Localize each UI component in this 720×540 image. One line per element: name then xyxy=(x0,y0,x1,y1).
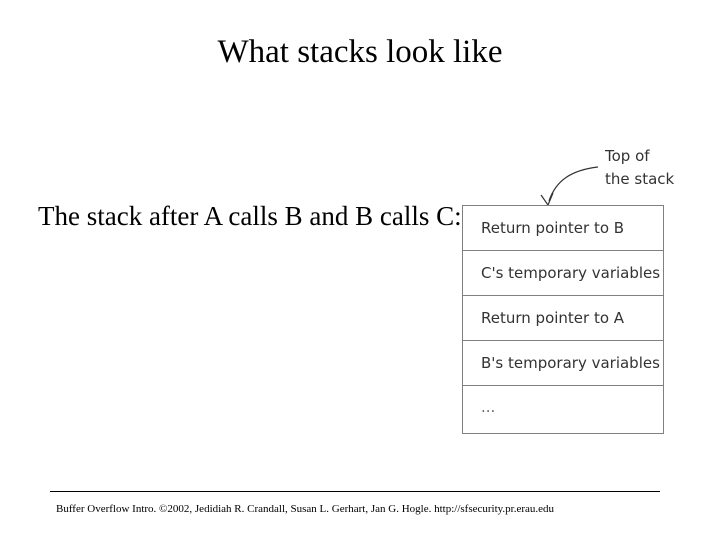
arrow-head-icon xyxy=(540,192,554,207)
slide-title: What stacks look like xyxy=(217,34,503,70)
callout-line-1: Top of xyxy=(605,147,650,165)
callout-line-2: the stack xyxy=(605,170,675,188)
top-of-stack-callout: Top of the stack xyxy=(605,145,674,191)
footer-divider xyxy=(50,491,660,492)
footer-credits: Buffer Overflow Intro. ©2002, Jedidiah R… xyxy=(56,503,555,515)
stack-frame: ... xyxy=(481,398,496,416)
stack-frame: B's temporary variables xyxy=(463,341,663,386)
arrow-curve xyxy=(548,166,599,202)
stack-frame: Return pointer to A xyxy=(463,296,663,341)
bullet-text: The stack after A calls B and B calls C: xyxy=(38,201,462,231)
stack-diagram: Return pointer to B C's temporary variab… xyxy=(462,205,664,434)
stack-frame: Return pointer to B xyxy=(463,206,663,251)
stack-frame: C's temporary variables xyxy=(463,251,663,296)
